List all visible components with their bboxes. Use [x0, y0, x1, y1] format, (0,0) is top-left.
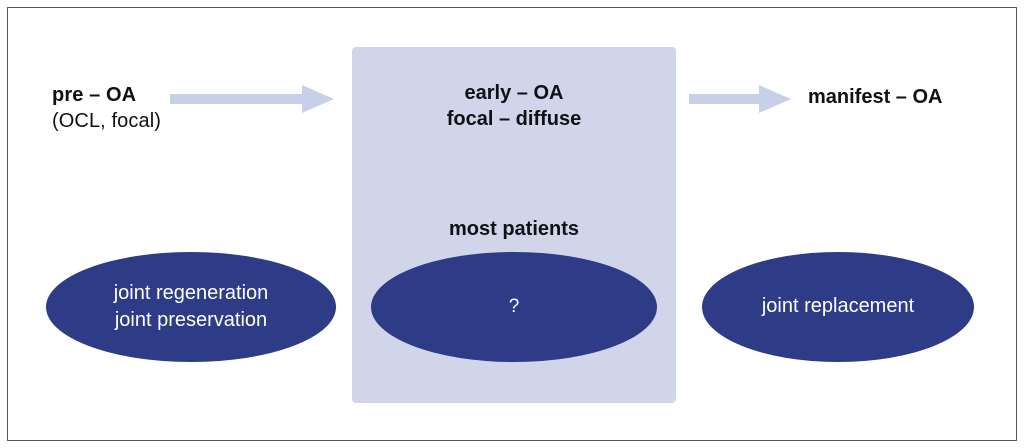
treatment-ellipse-replacement: joint replacement [702, 252, 974, 362]
treatment-ellipse-regeneration: joint regeneration joint preservation [46, 252, 336, 362]
stage-early-oa-line2: focal – diffuse [446, 108, 582, 131]
stage-pre-oa-title: pre – OA [52, 84, 137, 106]
arrow-early-to-manifest [689, 81, 791, 117]
most-patients-note: most patients [448, 218, 580, 240]
treatment-ellipse-unknown: ? [371, 252, 657, 362]
arrow-right-icon [170, 85, 334, 113]
treatment-left-line1: joint regeneration [113, 281, 269, 304]
treatment-center-question-mark: ? [508, 296, 520, 318]
treatment-left-text: joint regeneration joint preservation [114, 280, 269, 334]
treatment-right-line1: joint replacement [761, 295, 915, 318]
treatment-center-text: ? [509, 294, 520, 320]
stage-pre-oa-sublabel: (OCL, focal) [52, 110, 162, 133]
arrow-right-icon [689, 85, 791, 113]
stage-manifest-oa-label: manifest – OA [808, 86, 943, 108]
arrow-pre-to-early [170, 81, 334, 117]
treatment-right-text: joint replacement [762, 293, 914, 320]
treatment-left-line2: joint preservation [114, 309, 268, 331]
stage-early-oa-label: early – OA focal – diffuse [352, 80, 676, 133]
stage-pre-oa-label: pre – OA (OCL, focal) [52, 82, 161, 135]
stage-early-oa-line1: early – OA [464, 82, 564, 104]
